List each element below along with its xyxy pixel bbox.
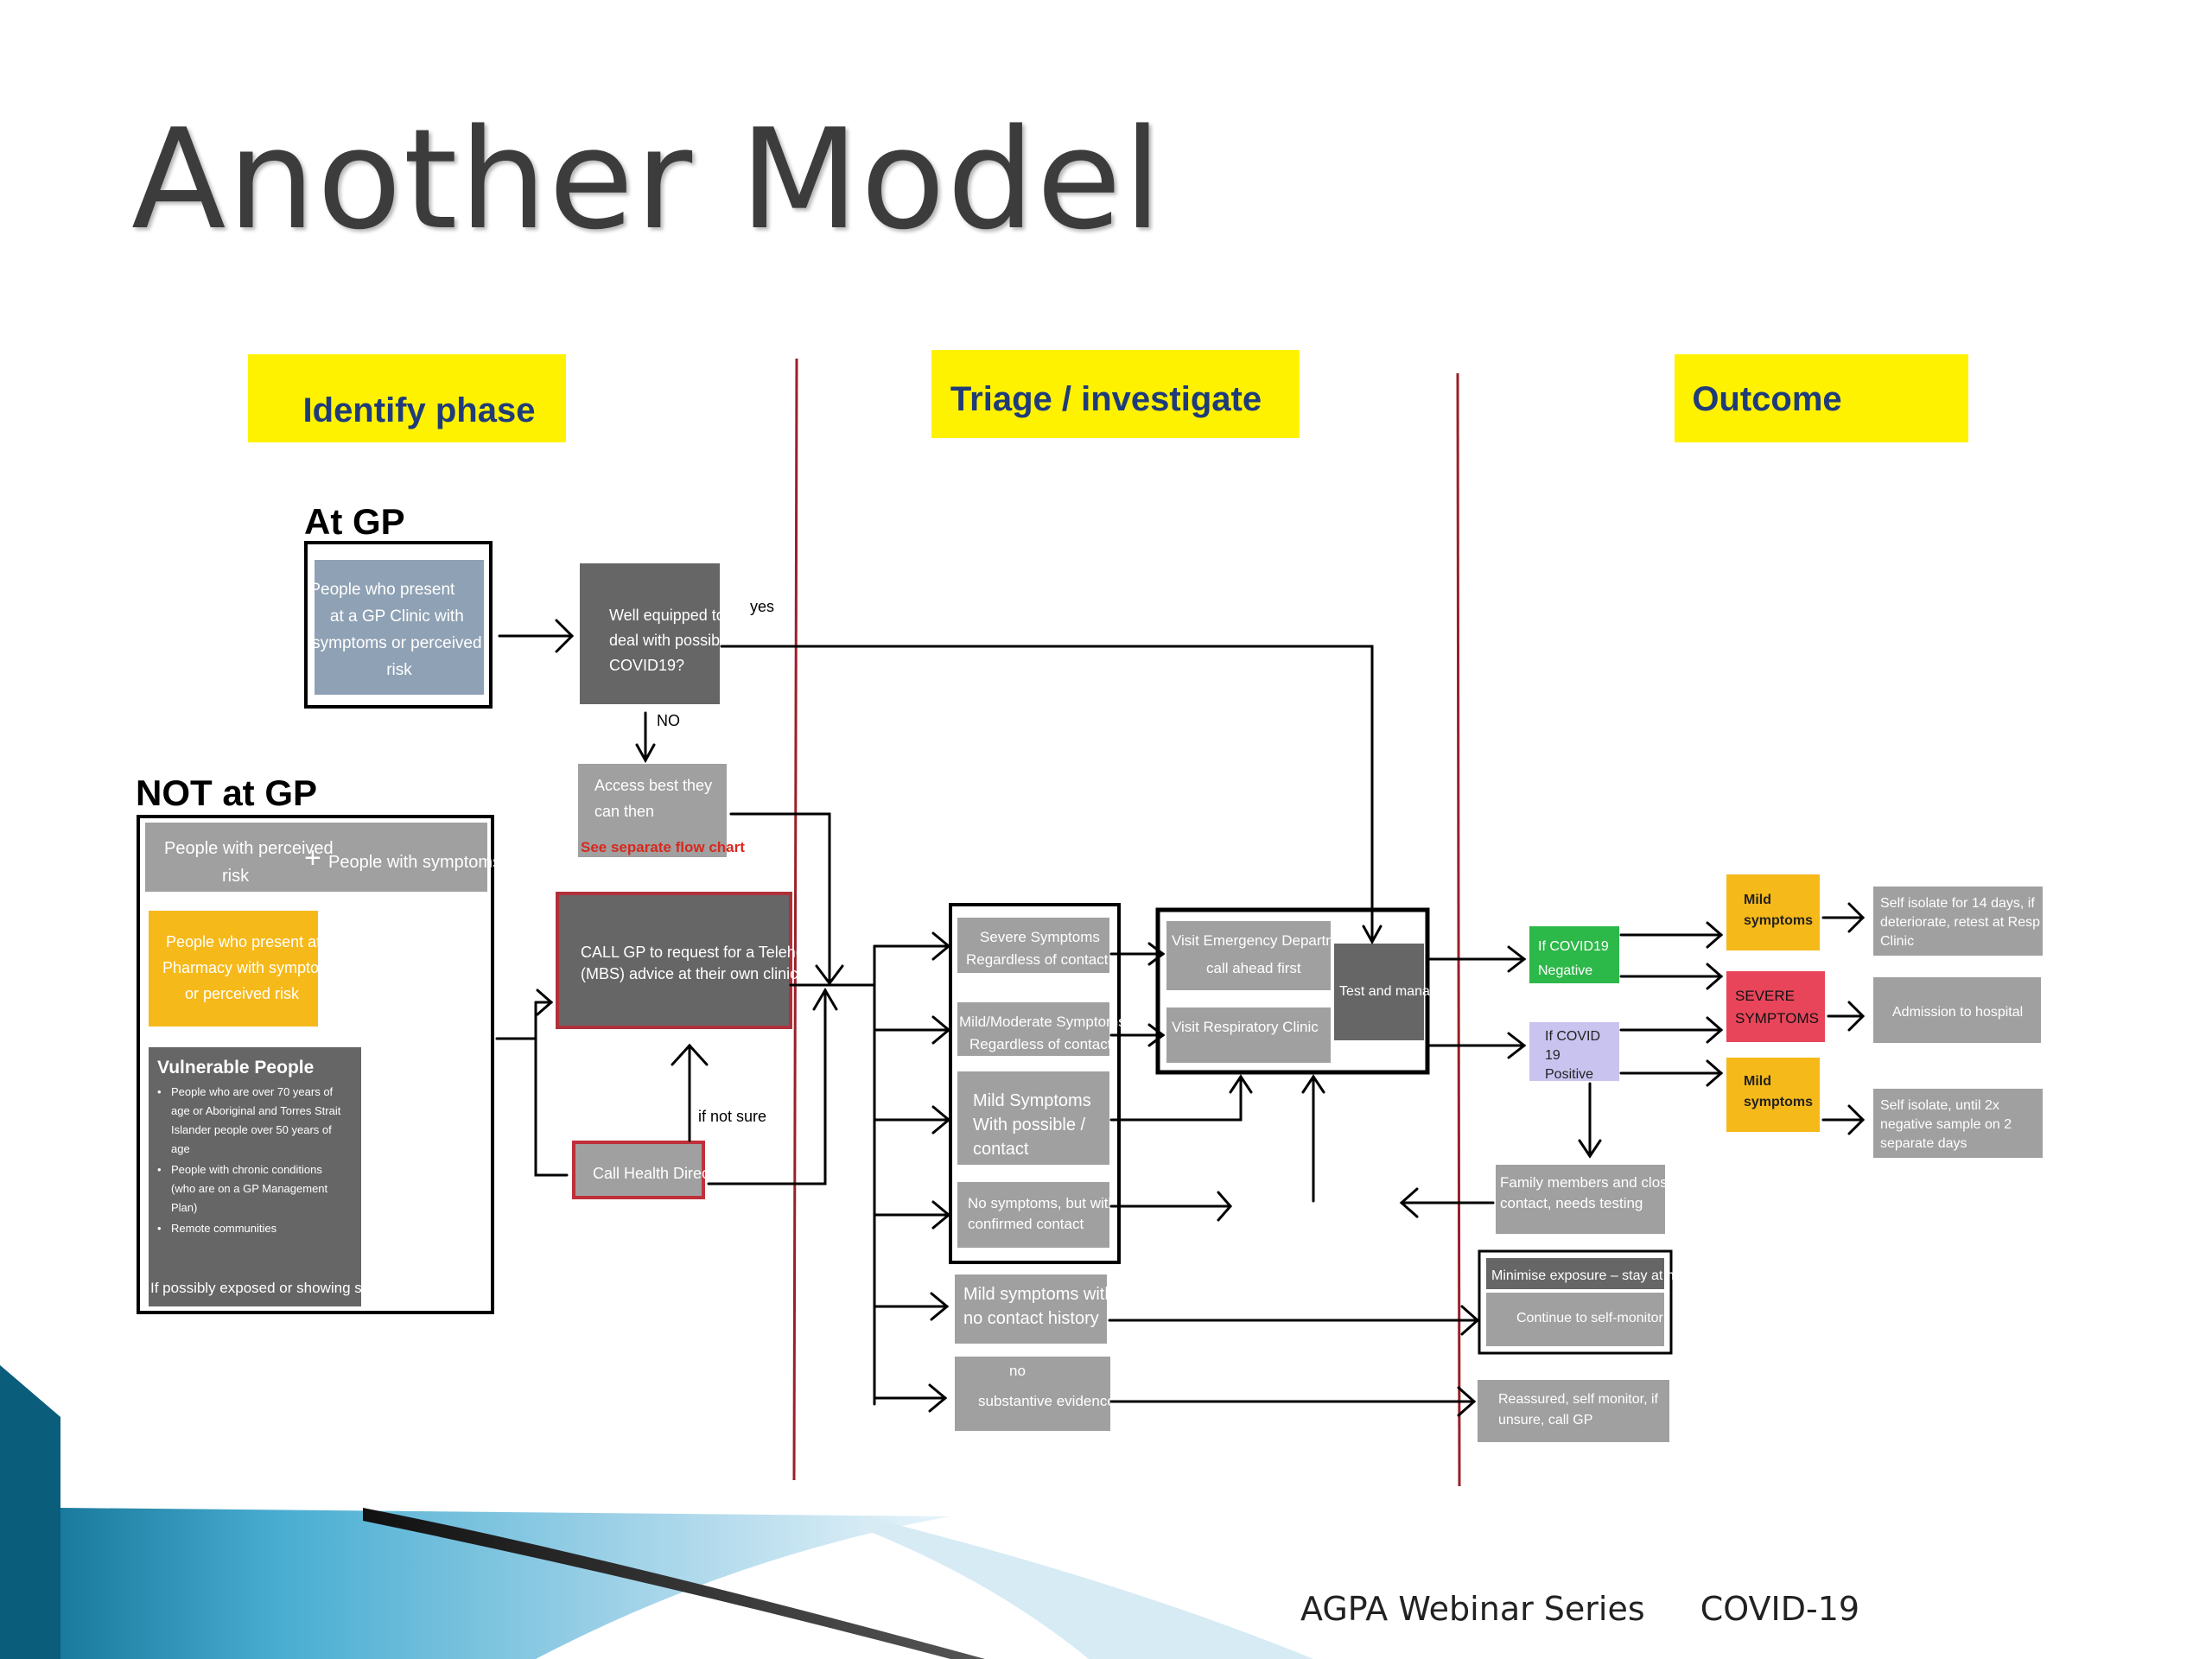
svg-text:Visit Respiratory Clinic: Visit Respiratory Clinic: [1172, 1019, 1319, 1035]
box-mild-no-contact: Mild symptoms with no contact history: [955, 1274, 1119, 1344]
divider-line-1: [792, 358, 798, 1481]
phase-identify: Identify phase: [248, 354, 566, 442]
svg-text:If possibly exposed or showing: If possibly exposed or showing symptoms: [150, 1280, 422, 1296]
label-at-gp: At GP: [304, 501, 405, 542]
box-mild-moderate: Mild/Moderate Symptoms Regardless of con…: [957, 1002, 1129, 1056]
svg-text:Identify phase: Identify phase: [303, 391, 536, 429]
svg-text:Self isolate, until 2x n: Self isolate, until 2x negative sample o…: [1880, 1098, 2016, 1151]
box-well-equipped: Well equipped to deal with possible COVI…: [580, 563, 736, 704]
svg-text:If COVID 19 Positi: If COVID 19 Positive: [1545, 1029, 1604, 1082]
svg-text:Visit Emergency Department: Visit Emergency Department call ahead fi…: [1172, 932, 1363, 976]
svg-text:CALL GP to request for a Teleh: CALL GP to request for a Telehealth (MBS…: [581, 944, 834, 982]
box-access-best: Access best they can then See separate f…: [578, 764, 745, 857]
label-not-at-gp: NOT at GP: [136, 772, 317, 813]
svg-text:•People who are over 70 years: •People who are over 70 years of age or …: [157, 1085, 344, 1235]
svg-text:Mild symptoms: Mild symptoms: [1744, 893, 1813, 928]
box-mild-possible: Mild Symptoms With possible / contact: [957, 1071, 1109, 1165]
box-covid-positive: If COVID 19 Positive: [1529, 1022, 1619, 1082]
svg-text:Admission to hospital: Admission to hospital: [1892, 1005, 2023, 1020]
box-visit-respiratory: Visit Respiratory Clinic: [1166, 1007, 1331, 1063]
box-family-testing: Family members and close contact, needs …: [1496, 1165, 1680, 1234]
box-no-symptoms-contact: No symptoms, but with confirmed contact: [957, 1182, 1121, 1248]
box-severe-symptoms-outcome: SEVERE SYMPTOMS: [1726, 971, 1825, 1042]
svg-text:Call Health Direct: Call Health Direct: [593, 1165, 714, 1182]
svg-text:Self isolate for 14 days, if: Self isolate for 14 days, if deteriorate…: [1880, 896, 2044, 949]
divider-line-2: [1456, 372, 1461, 1487]
see-flow-chart-note: See separate flow chart: [581, 839, 745, 855]
connector-lines: [495, 619, 1866, 1417]
svg-text:Well equipped to deal wi: Well equipped to deal with possible COVI…: [609, 607, 736, 674]
box-admission-hospital: Admission to hospital: [1873, 977, 2041, 1043]
svg-text:Family members and close: Family members and close contact, needs …: [1500, 1174, 1680, 1211]
box-mild-symptoms-1: Mild symptoms: [1726, 874, 1820, 950]
svg-text:No symptoms, but with co: No symptoms, but with confirmed contact: [968, 1195, 1121, 1232]
label-no: NO: [657, 712, 680, 729]
box-test-manage: Test and manage: [1334, 944, 1446, 1040]
svg-text:Test and manage: Test and manage: [1339, 984, 1446, 999]
box-visit-ed: Visit Emergency Department call ahead fi…: [1166, 921, 1363, 990]
box-not-at-gp-group: People with perceived risk + People with…: [137, 815, 501, 1314]
svg-text:Vulnerable People: Vulnerable People: [157, 1058, 314, 1077]
clinic-group-border: [1155, 907, 1430, 1075]
box-no-evidence: no substantive evidence: [955, 1357, 1116, 1431]
svg-text:Severe Symptoms Regardle: Severe Symptoms Regardless of contact: [966, 929, 1109, 968]
box-mild-symptoms-2: Mild symptoms: [1726, 1058, 1820, 1132]
svg-text:Mild/Moderate Symptoms R: Mild/Moderate Symptoms Regardless of con…: [959, 1014, 1129, 1052]
box-call-gp: CALL GP to request for a Telehealth (MBS…: [556, 892, 834, 1029]
svg-text:If COVID19 Negative: If COVID19 Negative: [1538, 939, 1612, 978]
svg-text:People with perceived ri: People with perceived risk: [164, 839, 338, 886]
svg-text:Reassured, self monitor, if: Reassured, self monitor, if unsure, call…: [1498, 1392, 1662, 1427]
svg-text:People who present at a: People who present at a GP Clinic with s…: [309, 581, 486, 679]
box-call-health-direct: Call Health Direct: [572, 1141, 714, 1199]
footer-topic: COVID-19: [1700, 1590, 1860, 1628]
svg-text:Outcome: Outcome: [1692, 380, 1841, 418]
phase-outcome: Outcome: [1675, 354, 1968, 442]
phase-triage: Triage / investigate: [931, 350, 1300, 438]
svg-text:People with symptoms: People with symptoms: [328, 853, 501, 872]
box-reassured: Reassured, self monitor, if unsure, call…: [1478, 1380, 1669, 1442]
svg-text:Triage / investigate: Triage / investigate: [950, 380, 1262, 418]
box-present-gp: People who present at a GP Clinic with s…: [304, 541, 493, 709]
slide-footer: AGPA Webinar Series COVID-19: [1300, 1590, 1859, 1628]
svg-text:Mild symptoms: Mild symptoms: [1744, 1074, 1813, 1109]
svg-text:Access best they can the: Access best they can then: [594, 777, 716, 820]
slide-title: Another Model: [131, 99, 1164, 260]
footer-series: AGPA Webinar Series: [1300, 1590, 1645, 1628]
svg-text:+: +: [304, 842, 321, 874]
svg-text:Continue to self-monitor: Continue to self-monitor: [1516, 1311, 1664, 1325]
svg-text:Mild symptoms with no co: Mild symptoms with no contact history: [963, 1285, 1119, 1328]
svg-text:no substantive evidence: no substantive evidence: [978, 1363, 1116, 1409]
label-yes: yes: [750, 598, 774, 615]
slide-swoosh-decoration: [0, 1365, 1313, 1659]
label-if-not-sure: if not sure: [698, 1108, 766, 1125]
svg-text:Minimise exposure – stay at ho: Minimise exposure – stay at home: [1491, 1268, 1701, 1283]
svg-text:Mild Symptoms With possi: Mild Symptoms With possible / contact: [973, 1091, 1096, 1159]
svg-text:People who present at a: People who present at a Pharmacy with sy…: [162, 933, 344, 1002]
box-self-isolate-14: Self isolate for 14 days, if deteriorate…: [1873, 887, 2044, 956]
box-severe-symptoms: Severe Symptoms Regardless of contact: [957, 918, 1109, 973]
svg-text:SEVERE SYMPTOMS: SEVERE SYMPTOMS: [1735, 988, 1819, 1027]
triage-group-border: [949, 903, 1121, 1264]
box-self-isolate-2x: Self isolate, until 2x negative sample o…: [1873, 1089, 2043, 1158]
box-minimise-exposure: Minimise exposure – stay at home Continu…: [1478, 1249, 1701, 1355]
box-covid-negative: If COVID19 Negative: [1529, 926, 1619, 983]
